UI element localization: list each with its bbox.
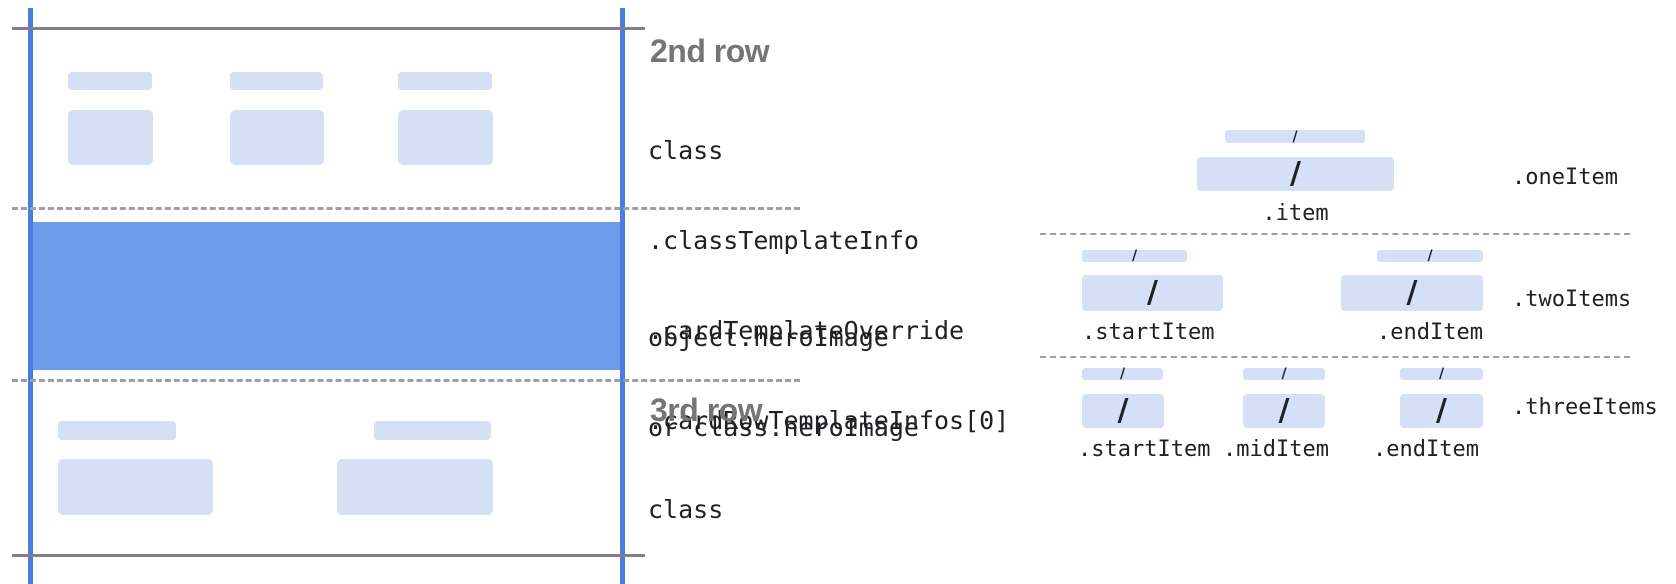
card-top-edge-line [12, 27, 645, 30]
row3-col2-label-bar [374, 421, 491, 440]
row3-heading: 3rd row [650, 392, 763, 428]
hero-image-band [33, 222, 620, 370]
row2-path-line: class [648, 136, 724, 165]
three-items-row-label: .threeItems [1512, 395, 1658, 420]
row2-col1-label-bar [68, 72, 152, 90]
row2-hero-divider [12, 207, 800, 210]
row3-field-path: class .classTemplateInfo .cardTemplateOv… [648, 435, 1009, 584]
one-item-label-bar: / [1225, 130, 1365, 144]
row2-field-path: class .classTemplateInfo .cardTemplateOv… [648, 76, 1009, 496]
row2-col3-label-bar [398, 72, 492, 90]
three-items-end-value-bar: / [1400, 394, 1483, 428]
three-items-mid-label: .midItem [1223, 437, 1329, 462]
row3-col2-value-block [337, 459, 493, 515]
three-items-end-label-bar: / [1400, 367, 1483, 381]
two-items-start-value-bar: / [1082, 275, 1223, 311]
one-two-divider [1040, 233, 1630, 235]
two-items-end-value-bar: / [1341, 275, 1483, 311]
row3-path-line: class [648, 495, 724, 524]
two-items-start-label-bar: / [1082, 249, 1187, 263]
three-items-mid-value-bar: / [1243, 394, 1325, 428]
one-item-item-label: .item [1262, 201, 1329, 226]
hero-path-line: object.heroImage [648, 323, 889, 352]
card-left-guide-line [28, 8, 33, 584]
three-items-start-label: .startItem [1078, 437, 1211, 462]
hero-field-path: object.heroImage or class.heroImage [648, 263, 919, 503]
two-items-start-label: .startItem [1082, 320, 1215, 345]
row2-path-line: .cardTemplateOverride [648, 316, 965, 345]
row2-heading: 2nd row [650, 33, 770, 69]
two-items-end-label-bar: / [1377, 249, 1483, 263]
row2-path-line: .classTemplateInfo [648, 226, 919, 255]
card-right-guide-line [620, 8, 625, 584]
row2-col3-value-block [398, 110, 493, 165]
row2-col1-value-block [68, 110, 153, 165]
two-items-end-label: .endItem [1377, 320, 1483, 345]
three-items-start-label-bar: / [1082, 367, 1163, 381]
row3-col1-label-bar [58, 421, 176, 440]
one-item-value-bar: / [1197, 157, 1394, 191]
three-items-start-value-bar: / [1082, 394, 1164, 428]
row2-col2-value-block [230, 110, 324, 165]
two-three-divider [1040, 356, 1630, 358]
hero-path-line: or class.heroImage [648, 413, 919, 442]
three-items-end-label: .endItem [1373, 437, 1479, 462]
three-items-mid-label-bar: / [1243, 367, 1325, 381]
hero-row3-divider [12, 379, 800, 382]
row2-col2-label-bar [230, 72, 323, 90]
one-item-row-label: .oneItem [1512, 165, 1618, 190]
row3-col1-value-block [58, 459, 213, 515]
two-items-row-label: .twoItems [1512, 287, 1632, 312]
card-bottom-edge-line [12, 554, 645, 557]
row2-path-line: .cardRowTemplateInfos[0] [648, 406, 1010, 435]
